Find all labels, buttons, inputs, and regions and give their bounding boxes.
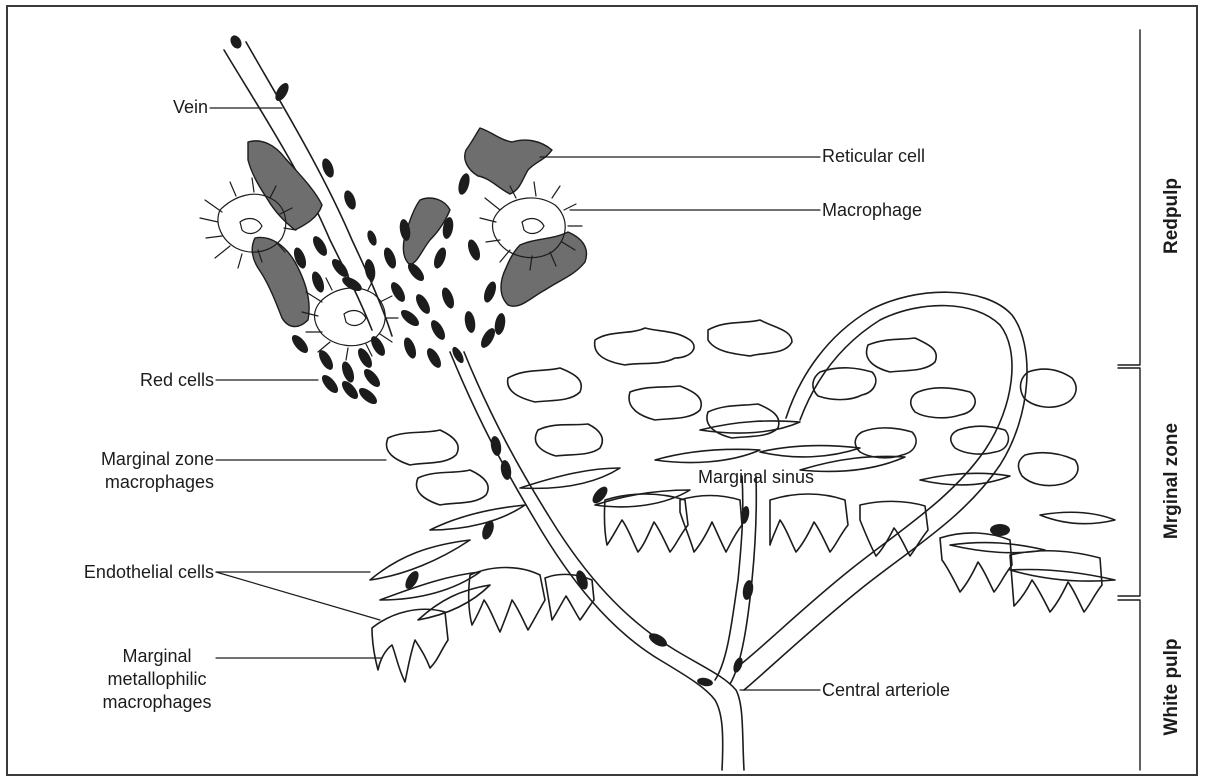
region-brackets	[1118, 30, 1140, 770]
label-marginal-zone-macrophages-1: Marginal zone	[20, 449, 214, 470]
region-redpulp: Redpulp	[1161, 156, 1183, 276]
label-metallophilic-1: Marginal	[98, 646, 216, 667]
label-red-cells: Red cells	[60, 370, 214, 391]
label-marginal-zone-macrophages-2: macrophages	[20, 472, 214, 493]
label-vein: Vein	[120, 97, 208, 118]
label-marginal-sinus: Marginal sinus	[698, 467, 814, 488]
region-marginal-zone: Mrginal zone	[1161, 411, 1183, 551]
label-endothelial-cells: Endothelial cells	[20, 562, 214, 583]
label-metallophilic-3: macrophages	[98, 692, 216, 713]
label-metallophilic-2: metallophilic	[98, 669, 216, 690]
red-cells	[228, 33, 1010, 687]
region-white-pulp: White pulp	[1161, 627, 1183, 747]
label-central-arteriole: Central arteriole	[822, 680, 950, 701]
label-macrophage: Macrophage	[822, 200, 922, 221]
label-reticular-cell: Reticular cell	[822, 146, 925, 167]
